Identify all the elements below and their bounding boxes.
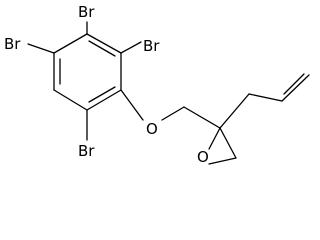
atom-br-bottom: Br <box>78 142 95 160</box>
ring-bond-4 <box>53 89 88 111</box>
atom-br-top: Br <box>78 3 95 21</box>
allyl-bond-2 <box>248 93 283 102</box>
allyl-double-bond-outer <box>281 74 310 102</box>
ring-bond-3 <box>86 89 122 111</box>
epoxide-bond-cquat-o <box>208 127 221 150</box>
bond-c6-br-left <box>27 43 55 54</box>
bond-c3-o <box>120 89 144 121</box>
allyl-double-bond-inner <box>283 73 305 95</box>
atom-br-left: Br <box>4 35 21 53</box>
bond-ch2-cquat <box>183 106 221 129</box>
structure-svg: Br Br Br Br O O <box>4 3 310 166</box>
benzene-ring <box>53 33 122 111</box>
atom-o-epoxide: O <box>197 148 209 166</box>
epoxide-ring <box>208 127 237 165</box>
bond-c2-br-right <box>120 41 142 54</box>
ring-bond-1 <box>86 33 122 54</box>
ring-double-bond-2 <box>88 86 116 103</box>
atom-br-right: Br <box>143 37 160 55</box>
epoxide-bond-cquat-ch2 <box>219 127 237 159</box>
epoxide-bond-o-ch2 <box>208 157 237 165</box>
ring-bond-6 <box>53 33 88 54</box>
ring-double-bond-1 <box>88 40 116 57</box>
allyl-chain <box>219 73 310 129</box>
atom-o-ether: O <box>146 120 158 138</box>
allyl-bond-1 <box>219 93 250 129</box>
molecule-diagram: Br Br Br Br O O <box>4 3 310 166</box>
bond-o-ch2 <box>161 106 185 121</box>
